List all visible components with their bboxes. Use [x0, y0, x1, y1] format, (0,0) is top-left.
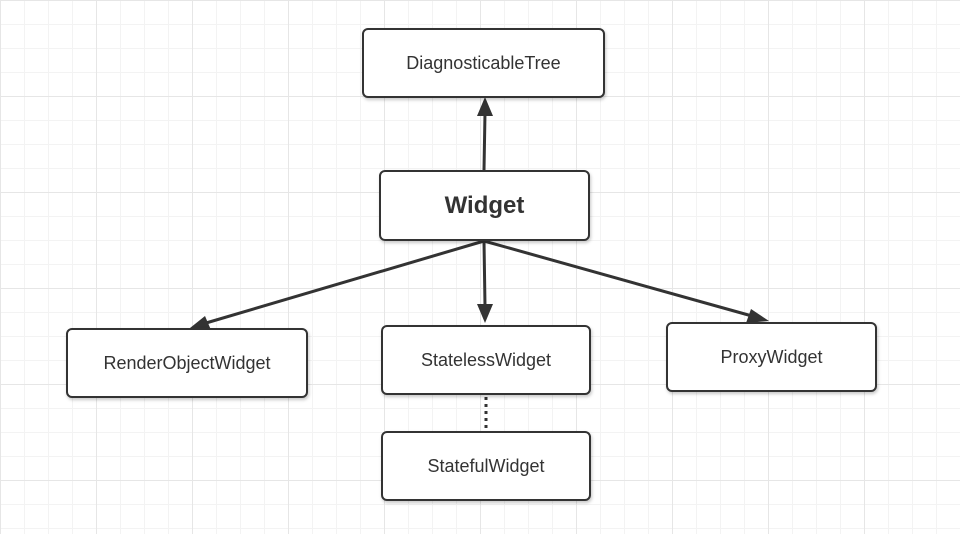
node-label-diagnosticabletree: DiagnosticableTree	[406, 52, 561, 73]
edge-widget-to-statelesswidget	[482, 239, 487, 308]
node-widget: Widget	[379, 170, 590, 241]
node-proxywidget: ProxyWidget	[666, 322, 877, 392]
node-label-proxywidget: ProxyWidget	[720, 346, 823, 367]
arrowhead-diagnosticabletree	[477, 97, 493, 116]
node-label-widget: Widget	[444, 191, 525, 219]
node-label-statefulwidget: StatefulWidget	[427, 455, 545, 476]
arrowhead-proxywidget	[746, 309, 769, 323]
node-diagnosticabletree: DiagnosticableTree	[362, 28, 605, 98]
edge-widget-to-renderobjectwidget	[204, 239, 486, 325]
arrowhead-renderobjectwidget	[190, 316, 211, 330]
node-statelesswidget: StatelessWidget	[381, 325, 591, 395]
arrowhead-statelesswidget	[477, 304, 493, 323]
node-renderobjectwidget: RenderObjectWidget	[66, 328, 308, 398]
edge-widget-to-proxywidget	[482, 239, 754, 318]
node-statefulwidget: StatefulWidget	[381, 431, 591, 501]
node-label-renderobjectwidget: RenderObjectWidget	[103, 352, 271, 373]
node-label-statelesswidget: StatelessWidget	[420, 349, 552, 370]
edge-widget-to-diagnosticabletree	[482, 111, 487, 172]
